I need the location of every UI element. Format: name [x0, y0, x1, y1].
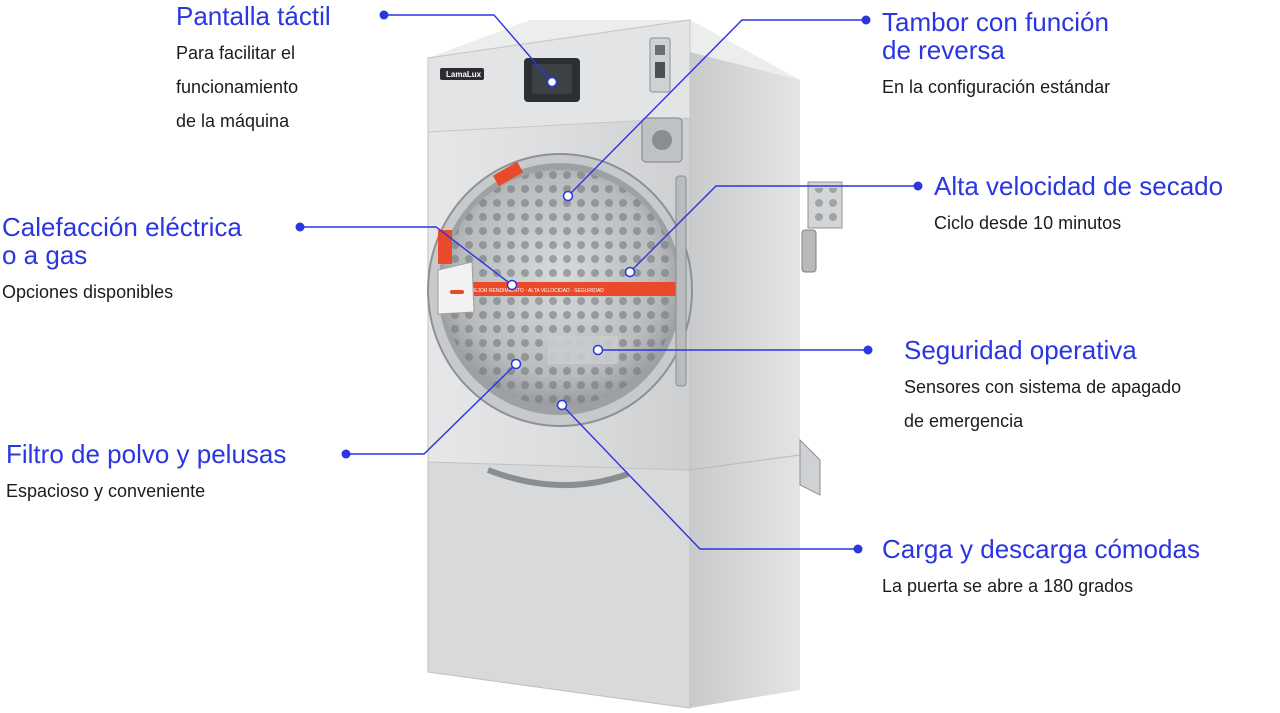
- brand-logo-text: LamaLux: [446, 70, 482, 79]
- callout-safety: Seguridad operativa Sensores con sistema…: [904, 336, 1181, 438]
- callout-title: Calefacción eléctrica o a gas: [2, 212, 242, 270]
- door-latch[interactable]: [437, 261, 475, 315]
- callout-description: Opciones disponibles: [2, 282, 174, 302]
- callout-lint-filter: Filtro de polvo y pelusas Espacioso y co…: [6, 440, 286, 508]
- callout-drying-speed: Alta velocidad de secado Ciclo desde 10 …: [934, 172, 1223, 240]
- callout-description: En la configuración estándar: [882, 77, 1111, 97]
- callout-description: Ciclo desde 10 minutos: [934, 213, 1122, 233]
- callout-description: La puerta se abre a 180 grados: [882, 576, 1134, 596]
- warning-sticker-left: [438, 230, 452, 264]
- brand-logo: [440, 68, 484, 80]
- lint-drawer-handle: [486, 467, 629, 489]
- gas-connector: [801, 229, 817, 273]
- dryer-lower-panel: [427, 461, 691, 709]
- callout-title: Pantalla táctil: [176, 1, 331, 31]
- drum-red-band: [442, 282, 678, 296]
- dryer-side-panel: [690, 20, 800, 708]
- callout-heating: Calefacción eléctrica o a gas Opciones d…: [2, 213, 242, 309]
- callout-description: Para facilitar el funcionamiento de la m…: [176, 43, 299, 131]
- leader-dots: [295, 10, 923, 554]
- callout-description: Espacioso y conveniente: [6, 481, 206, 501]
- exhaust-bracket: [799, 438, 821, 496]
- warning-sticker-top: [492, 161, 524, 187]
- callout-title: Tambor con función de reversa: [882, 7, 1109, 65]
- svg-text:MEJOR RENDIMIENTO · ALTA VELOC: MEJOR RENDIMIENTO · ALTA VELOCIDAD · SEG…: [470, 288, 604, 294]
- callout-title: Filtro de polvo y pelusas: [6, 439, 287, 469]
- callout-description: Sensores con sistema de apagado de emerg…: [904, 377, 1182, 431]
- callout-title: Carga y descarga cómodas: [882, 534, 1200, 564]
- callout-title: Seguridad operativa: [904, 335, 1137, 365]
- leader-lines: [300, 14, 918, 550]
- callout-touch-screen: Pantalla táctil Para facilitar el funcio…: [176, 2, 331, 138]
- callout-loading: Carga y descarga cómodas La puerta se ab…: [882, 535, 1200, 603]
- anchor-dots: [506, 76, 636, 411]
- callout-title: Alta velocidad de secado: [934, 171, 1224, 201]
- door-hinge: [675, 175, 687, 387]
- callout-reverse-drum: Tambor con función de reversa En la conf…: [882, 8, 1110, 104]
